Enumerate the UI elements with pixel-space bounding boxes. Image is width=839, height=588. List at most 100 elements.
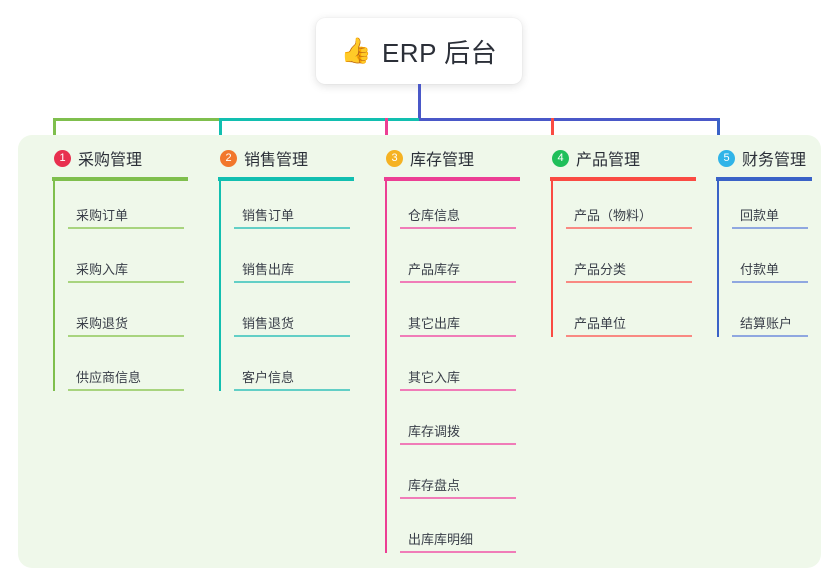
branch-number-badge: 2 (220, 149, 237, 167)
branch-spine (53, 179, 55, 391)
branch-column-2: 2 销售管理销售订单销售出库销售退货客户信息 (202, 146, 362, 391)
bus-segment-green (53, 118, 222, 121)
leaf-node[interactable]: 供应商信息 (68, 365, 184, 391)
leaf-label: 其它入库 (408, 370, 461, 385)
branch-number-badge: 1 (54, 149, 71, 167)
leaf-node[interactable]: 客户信息 (234, 365, 350, 391)
branch-header-1[interactable]: 1 采购管理 (36, 146, 196, 170)
branch-header-rule (52, 177, 188, 181)
branch-title: 财务管理 (742, 152, 807, 169)
leaf-label: 其它出库 (408, 316, 461, 331)
leaf-rule (400, 551, 516, 553)
leaf-rule (400, 497, 516, 499)
leaf-node[interactable]: 库存调拨 (400, 419, 516, 445)
leaf-label: 销售出库 (242, 262, 295, 277)
leaf-rule (566, 335, 692, 337)
leaf-node[interactable]: 付款单 (732, 257, 808, 283)
leaf-label: 出库库明细 (408, 532, 474, 547)
leaf-node[interactable]: 出库库明细 (400, 527, 516, 553)
leaf-label: 销售订单 (242, 208, 295, 223)
leaf-node[interactable]: 产品（物料） (566, 203, 692, 229)
leaf-node[interactable]: 采购入库 (68, 257, 184, 283)
root-node-title: ERP 后台 (381, 37, 498, 68)
leaf-node[interactable]: 其它出库 (400, 311, 516, 337)
leaf-rule (400, 335, 516, 337)
leaf-label: 产品分类 (574, 262, 627, 277)
leaf-label: 采购订单 (76, 208, 129, 223)
branch-column-5: 5 财务管理回款单付款单结算账户 (700, 146, 820, 337)
drop-connector-3 (385, 118, 388, 146)
leaf-rule (234, 335, 350, 337)
branch-column-1: 1 采购管理采购订单采购入库采购退货供应商信息 (36, 146, 196, 391)
branch-spine (219, 179, 221, 391)
leaf-node[interactable]: 采购退货 (68, 311, 184, 337)
branch-spine (551, 179, 553, 337)
leaf-rule (234, 227, 350, 229)
branches-panel (18, 135, 821, 568)
branch-column-4: 4 产品管理产品（物料） 产品分类产品单位 (534, 146, 704, 337)
leaf-rule (566, 227, 692, 229)
bus-segment-teal (219, 118, 422, 121)
branch-number-badge: 4 (552, 149, 569, 167)
leaf-label: 产品单位 (574, 316, 627, 331)
bus-segment-blue (419, 118, 720, 121)
leaf-label: 供应商信息 (76, 370, 142, 385)
leaf-rule (732, 227, 808, 229)
branch-header-rule (384, 177, 520, 181)
leaf-label: 产品（物料） (574, 208, 653, 223)
branch-header-4[interactable]: 4 产品管理 (534, 146, 704, 170)
leaf-rule (68, 389, 184, 391)
leaf-node[interactable]: 销售退货 (234, 311, 350, 337)
leaf-label: 回款单 (740, 208, 780, 223)
branch-header-2[interactable]: 2 销售管理 (202, 146, 362, 170)
leaf-node[interactable]: 销售出库 (234, 257, 350, 283)
leaf-rule (400, 227, 516, 229)
root-node-erp-backend[interactable]: 👍 ERP 后台 (316, 18, 522, 84)
leaf-label: 结算账户 (740, 316, 793, 331)
leaf-node[interactable]: 产品库存 (400, 257, 516, 283)
leaf-node[interactable]: 回款单 (732, 203, 808, 229)
leaf-label: 库存盘点 (408, 478, 461, 493)
branch-header-5[interactable]: 5 财务管理 (700, 146, 820, 170)
leaf-rule (400, 281, 516, 283)
leaf-node[interactable]: 产品单位 (566, 311, 692, 337)
leaf-node[interactable]: 结算账户 (732, 311, 808, 337)
leaf-label: 库存调拨 (408, 424, 461, 439)
leaf-node[interactable]: 其它入库 (400, 365, 516, 391)
branch-header-rule (716, 177, 812, 181)
leaf-rule (400, 389, 516, 391)
branch-number-badge: 3 (386, 149, 403, 167)
drop-connector-2 (219, 118, 222, 146)
leaf-label: 采购入库 (76, 262, 129, 277)
leaf-rule (234, 281, 350, 283)
branch-header-rule (218, 177, 354, 181)
leaf-node[interactable]: 采购订单 (68, 203, 184, 229)
leaf-rule (68, 227, 184, 229)
leaf-rule (732, 281, 808, 283)
leaf-label: 仓库信息 (408, 208, 461, 223)
branch-spine (717, 179, 719, 337)
leaf-rule (566, 281, 692, 283)
drop-connector-5 (717, 118, 720, 146)
leaf-rule (234, 389, 350, 391)
branch-title: 采购管理 (78, 152, 143, 169)
leaf-node[interactable]: 产品分类 (566, 257, 692, 283)
trunk-connector (418, 84, 421, 120)
leaf-rule (732, 335, 808, 337)
leaf-node[interactable]: 销售订单 (234, 203, 350, 229)
branch-title: 销售管理 (244, 152, 309, 169)
leaf-label: 采购退货 (76, 316, 129, 331)
drop-connector-1 (53, 118, 56, 146)
leaf-node[interactable]: 库存盘点 (400, 473, 516, 499)
branch-number-badge: 5 (718, 149, 735, 167)
leaf-rule (400, 443, 516, 445)
branch-header-rule (550, 177, 696, 181)
branch-title: 产品管理 (576, 152, 641, 169)
leaf-label: 客户信息 (242, 370, 295, 385)
leaf-node[interactable]: 仓库信息 (400, 203, 516, 229)
leaf-label: 销售退货 (242, 316, 295, 331)
drop-connector-4 (551, 118, 554, 146)
